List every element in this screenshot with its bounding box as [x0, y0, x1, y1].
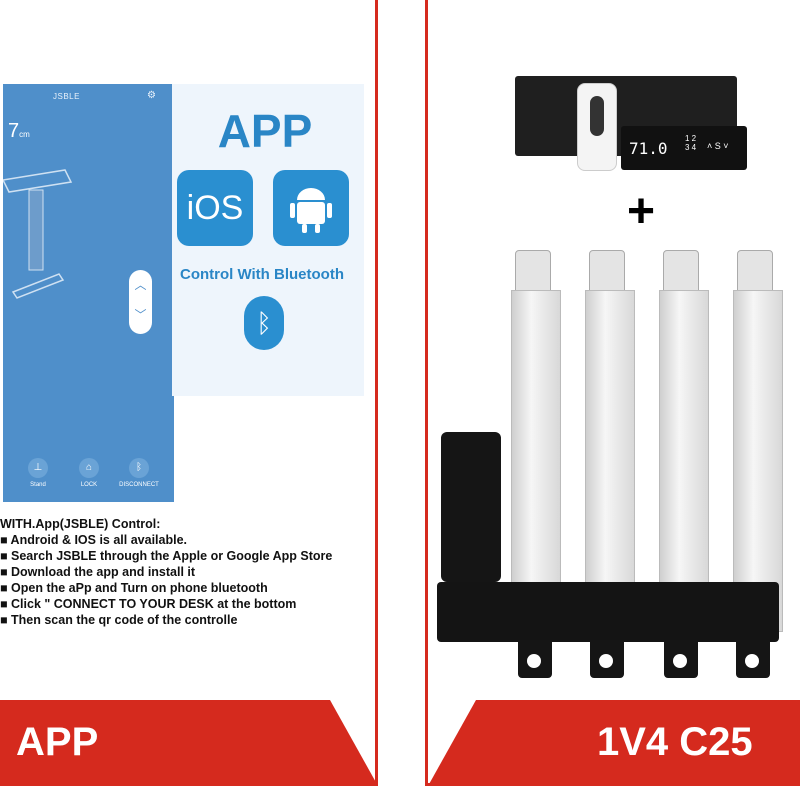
chevron-up-icon[interactable]: ︿	[134, 278, 147, 292]
keypad-arrow-buttons: ˄ S ˅	[707, 141, 729, 151]
actuator-head	[515, 250, 551, 292]
bluetooth-icon: ᛒ	[244, 296, 284, 350]
ios-tile: iOS	[177, 170, 253, 246]
model-banner-label: 1V4 C25	[597, 720, 753, 764]
actuator-head	[663, 250, 699, 292]
linear-actuator	[659, 290, 709, 632]
instructions: WITH.App(JSBLE) Control: ■ Android & IOS…	[0, 516, 332, 628]
linear-actuator	[585, 290, 635, 632]
height-updown-control[interactable]: ︿ ﹀	[129, 270, 152, 334]
bluetooth-icon: ᛒ	[129, 458, 149, 478]
disconnect-button[interactable]: ᛒ DISCONNECT	[119, 458, 159, 488]
model-banner	[428, 700, 800, 786]
phone-screenshot: JSBLE ⚙ 7cm ︿ ﹀ ⊥ Stand ⌂ LOCK ᛒ DISCONNECT	[3, 84, 174, 502]
plus-sign: +	[627, 185, 656, 238]
android-robot-icon	[290, 188, 332, 233]
actuator-mount	[664, 640, 698, 678]
keypad-display: 71.0	[629, 139, 668, 158]
lock-button[interactable]: ⌂ LOCK	[69, 458, 109, 488]
instruction-line: ■ Android & IOS is all available.	[0, 533, 187, 547]
lock-icon: ⌂	[79, 458, 99, 478]
ios-label: iOS	[186, 189, 244, 227]
instruction-line: WITH.App(JSBLE) Control:	[0, 517, 161, 531]
instruction-line: ■ Search JSBLE through the Apple or Goog…	[0, 549, 333, 563]
actuator-motor	[441, 432, 501, 582]
phone-app-title: JSBLE	[53, 92, 80, 101]
desk-illustration	[3, 169, 73, 299]
android-icon	[273, 170, 349, 246]
remote-control	[577, 83, 617, 171]
actuator-head	[589, 250, 625, 292]
lock-label: LOCK	[80, 482, 98, 488]
actuator-head	[737, 250, 773, 292]
stand-button[interactable]: ⊥ Stand	[18, 458, 58, 488]
instruction-line: ■ Then scan the qr code of the controlle	[0, 613, 238, 627]
disconnect-label: DISCONNECT	[119, 482, 159, 488]
actuator-mount	[518, 640, 552, 678]
actuator-mount	[736, 640, 770, 678]
remote-buttons	[590, 96, 604, 136]
instruction-line: ■ Download the app and install it	[0, 565, 196, 579]
instruction-line: ■ Open the aPp and Turn on phone bluetoo…	[0, 581, 268, 595]
app-banner	[0, 700, 378, 786]
app-banner-label: APP	[16, 720, 99, 764]
gear-icon[interactable]: ⚙	[147, 90, 156, 101]
chevron-down-icon[interactable]: ﹀	[134, 308, 147, 322]
linear-actuator	[733, 290, 783, 632]
stand-icon: ⊥	[28, 458, 48, 478]
phone-height-readout: 7cm	[8, 120, 30, 143]
actuator-base	[437, 582, 779, 642]
bluetooth-control-label: Control With Bluetooth	[180, 266, 344, 283]
stand-label: Stand	[30, 482, 46, 488]
height-unit: cm	[19, 130, 30, 139]
height-value: 7	[8, 120, 20, 142]
linear-actuator	[511, 290, 561, 632]
instruction-line: ■ Click " CONNECT TO YOUR DESK at the bo…	[0, 597, 297, 611]
actuator-mount	[590, 640, 624, 678]
app-heading: APP	[217, 105, 313, 157]
